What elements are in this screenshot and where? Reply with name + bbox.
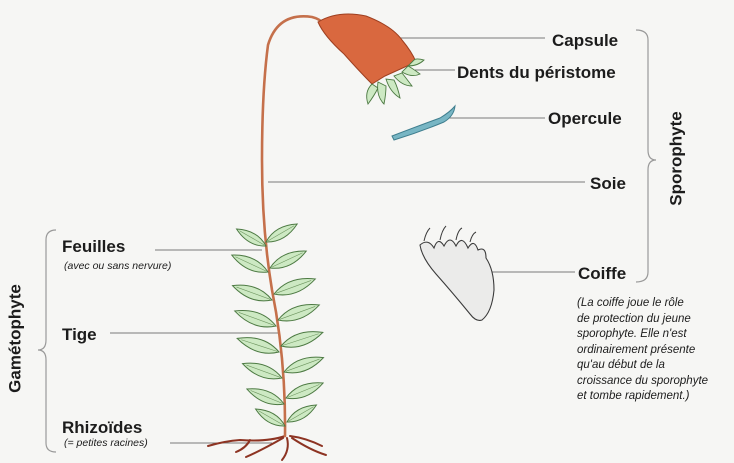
label-coiffe: Coiffe bbox=[578, 265, 626, 282]
label-sporophyte: Sporophyte bbox=[668, 109, 685, 209]
coiffe-note-line: (La coiffe joue le rôle bbox=[577, 296, 734, 312]
gametophyte-bracket bbox=[38, 230, 56, 452]
label-feuilles: Feuilles bbox=[62, 238, 125, 255]
coiffe-note-line: croissance du sporophyte bbox=[577, 374, 734, 390]
label-dents-du-peristome: Dents du péristome bbox=[457, 64, 616, 81]
sporophyte-bracket bbox=[636, 30, 656, 282]
coiffe-note-line: ordinairement présente bbox=[577, 343, 734, 359]
coiffe-note-line: sporophyte. Elle n'est bbox=[577, 327, 734, 343]
label-rhizoides-note: (= petites racines) bbox=[64, 438, 148, 449]
opercule-shape bbox=[392, 106, 455, 140]
label-feuilles-note: (avec ou sans nervure) bbox=[64, 261, 171, 272]
leader-lines bbox=[110, 38, 585, 443]
coiffe-note-line: et tombe rapidement.) bbox=[577, 389, 734, 405]
label-tige: Tige bbox=[62, 326, 97, 343]
capsule bbox=[318, 14, 424, 104]
label-opercule: Opercule bbox=[548, 110, 622, 127]
coiffe-note-line: de protection du jeune bbox=[577, 312, 734, 328]
label-rhizoides: Rhizoïdes bbox=[62, 419, 142, 436]
coiffe-note-line: qu'au début de la bbox=[577, 358, 734, 374]
coiffe-note: (La coiffe joue le rôle de protection du… bbox=[577, 296, 734, 405]
coiffe-shape bbox=[420, 226, 494, 320]
label-gametophyte: Gamétophyte bbox=[7, 284, 24, 394]
label-soie: Soie bbox=[590, 175, 626, 192]
rhizoids bbox=[208, 436, 326, 460]
label-capsule: Capsule bbox=[552, 32, 618, 49]
